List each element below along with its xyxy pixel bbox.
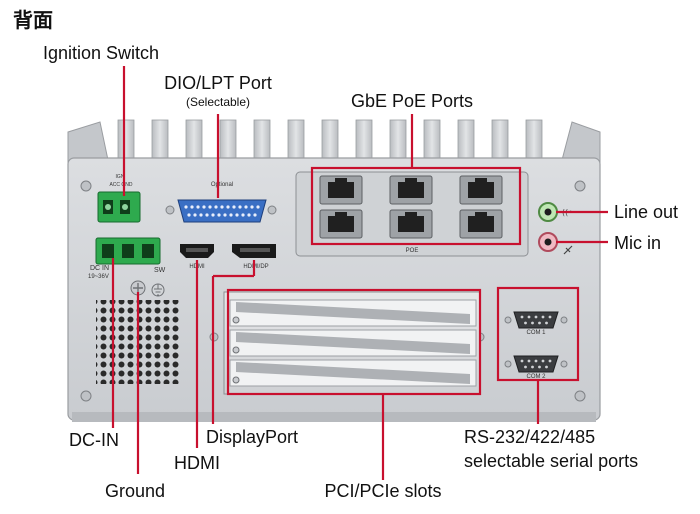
silk-hdmi-dp: HDMI/DP bbox=[243, 264, 268, 270]
pci-screw bbox=[232, 376, 240, 384]
pci-bracket-shadow bbox=[236, 332, 470, 354]
fin bbox=[457, 119, 475, 161]
com-port bbox=[504, 311, 568, 329]
com-ports bbox=[504, 311, 568, 373]
callout-box-pci bbox=[226, 288, 482, 396]
fin bbox=[525, 119, 543, 161]
fin bbox=[355, 119, 373, 161]
label-dio-lpt-port: DIO/LPT Port bbox=[164, 73, 272, 93]
pci-screw bbox=[232, 346, 240, 354]
dio-pin bbox=[196, 205, 200, 209]
rj45-port bbox=[459, 209, 503, 239]
dio-pin bbox=[238, 205, 242, 209]
pci-slots-bay bbox=[223, 291, 481, 395]
rj45-port bbox=[389, 209, 433, 239]
dio-pin bbox=[235, 213, 239, 217]
dio-pin bbox=[247, 213, 251, 217]
rj45-port bbox=[319, 209, 363, 239]
pci-bracket-shadow bbox=[236, 362, 470, 384]
dc-in-terminal bbox=[95, 237, 161, 265]
dio-pin bbox=[214, 205, 218, 209]
silk-dc-in: DC IN bbox=[90, 265, 109, 272]
pci-bracket-shadow bbox=[236, 302, 470, 324]
fin bbox=[287, 119, 305, 161]
dio-pin bbox=[217, 213, 221, 217]
dio-pin bbox=[205, 213, 209, 217]
silk-com2: COM 2 bbox=[526, 374, 546, 380]
dio-pin bbox=[229, 213, 233, 217]
hdmi-port bbox=[180, 244, 214, 258]
fin bbox=[185, 119, 203, 161]
ignition-switch-terminal bbox=[97, 191, 141, 223]
chassis-base bbox=[72, 412, 596, 422]
fin bbox=[423, 119, 441, 161]
label-dio-selectable: (Selectable) bbox=[185, 95, 251, 109]
dio-pin bbox=[223, 213, 227, 217]
silk-ign: IGN bbox=[116, 174, 125, 180]
label-ground: Ground bbox=[105, 481, 166, 501]
label-displayport: DisplayPort bbox=[206, 427, 299, 447]
dio-pin bbox=[199, 213, 203, 217]
dio-pin bbox=[190, 205, 194, 209]
dio-pin bbox=[187, 213, 191, 217]
callouts bbox=[111, 66, 608, 480]
heatsink-fins bbox=[67, 119, 601, 169]
hdmi-dp-port bbox=[232, 244, 276, 258]
poe-lan-panel bbox=[295, 171, 529, 257]
rj45-port bbox=[319, 175, 363, 205]
dio-pin bbox=[202, 205, 206, 209]
fin bbox=[117, 119, 135, 161]
heading: 背面 bbox=[13, 10, 53, 32]
dio-pin bbox=[232, 205, 236, 209]
silk-sw: SW bbox=[154, 267, 166, 274]
dio-pin bbox=[244, 205, 248, 209]
dio-pin bbox=[250, 205, 254, 209]
dio-pin bbox=[193, 213, 197, 217]
label-ignition-switch: Ignition Switch bbox=[43, 43, 160, 63]
label-mic-in: Mic in bbox=[614, 233, 662, 253]
dio-lpt-connector bbox=[165, 199, 277, 223]
label-serial-line2: selectable serial ports bbox=[464, 451, 639, 471]
pci-screw bbox=[232, 316, 240, 324]
fin bbox=[491, 119, 509, 161]
dio-pin bbox=[226, 205, 230, 209]
fin bbox=[321, 119, 339, 161]
com-port bbox=[504, 355, 568, 373]
silk-dc-range: 19~36V bbox=[88, 274, 109, 280]
silk-com1: COM 1 bbox=[526, 330, 546, 336]
dio-pin bbox=[220, 205, 224, 209]
label-dc-in: DC-IN bbox=[69, 430, 119, 450]
callout-box-poe bbox=[310, 166, 522, 246]
silk-acc-gnd: ACC GND bbox=[109, 182, 132, 188]
rj45-port bbox=[389, 175, 433, 205]
silk-poe: POE bbox=[406, 248, 419, 254]
dio-pin bbox=[253, 213, 257, 217]
silk-optional: Optional bbox=[211, 182, 233, 188]
fin bbox=[389, 119, 407, 161]
dio-pin bbox=[208, 205, 212, 209]
fin bbox=[151, 119, 169, 161]
dio-pin bbox=[256, 205, 260, 209]
label-gbe-poe-ports: GbE PoE Ports bbox=[350, 91, 474, 111]
label-line-out: Line out bbox=[614, 202, 679, 222]
label-pci-slots: PCI/PCIe slots bbox=[324, 481, 442, 501]
dio-pin bbox=[241, 213, 245, 217]
rj45-port bbox=[459, 175, 503, 205]
dio-pin bbox=[211, 213, 215, 217]
label-serial-line1: RS-232/422/485 bbox=[464, 427, 596, 447]
dio-pin bbox=[184, 205, 188, 209]
label-hdmi: HDMI bbox=[174, 453, 220, 473]
fin bbox=[253, 119, 271, 161]
fin bbox=[219, 119, 237, 161]
